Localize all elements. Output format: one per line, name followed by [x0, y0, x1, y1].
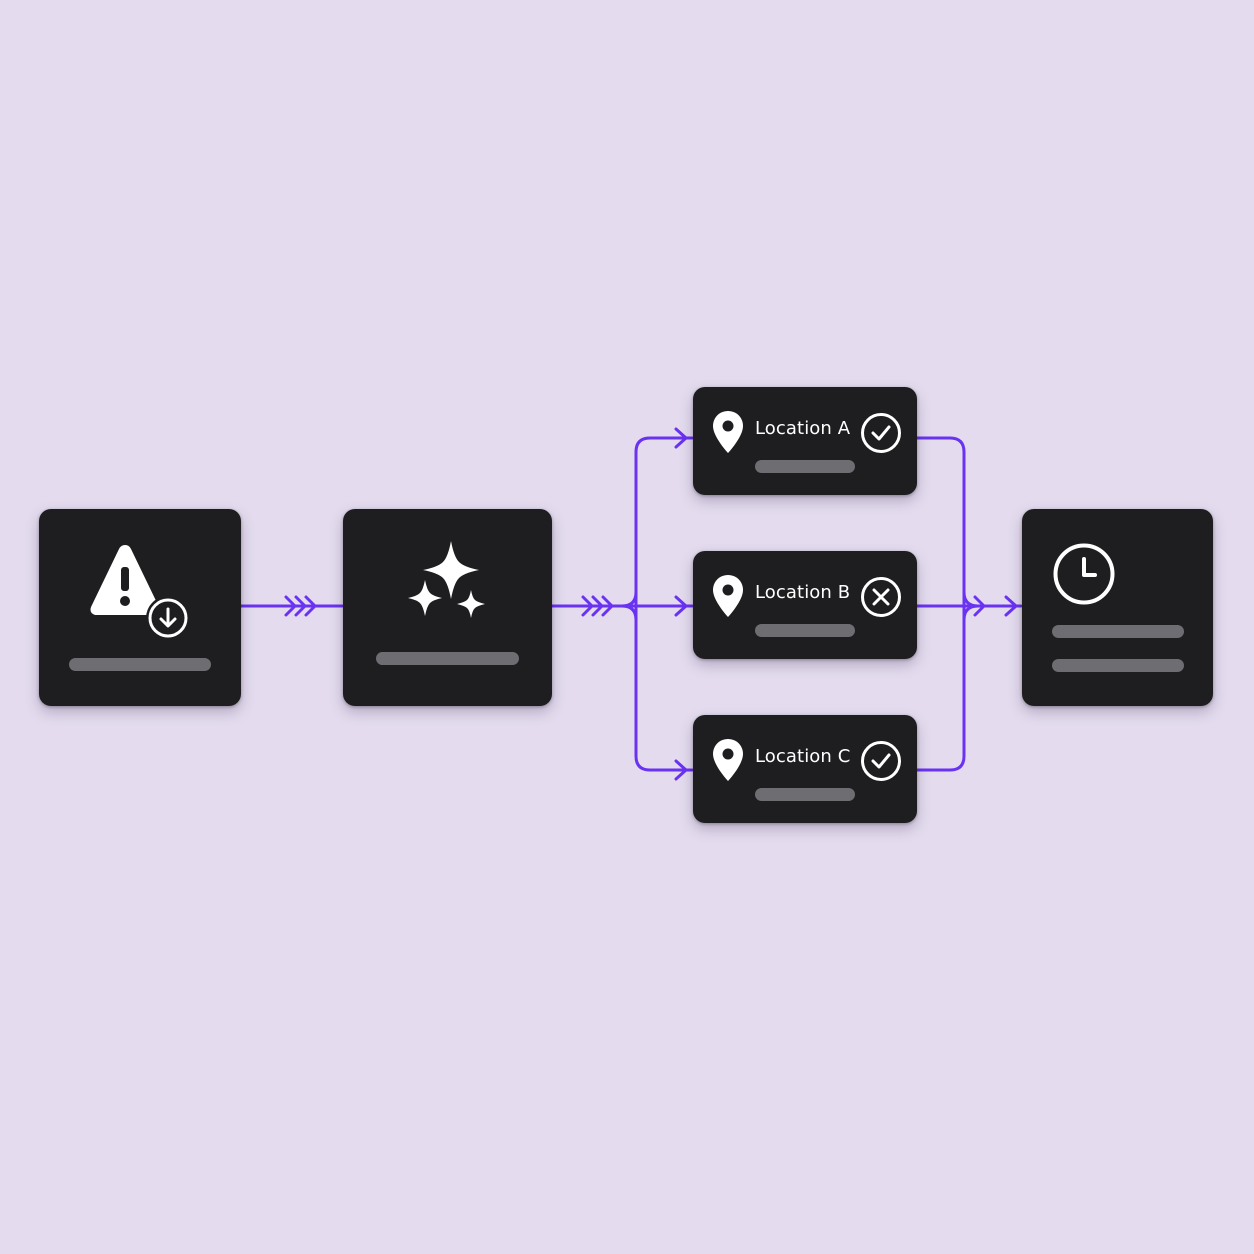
- placeholder-bar: [69, 658, 211, 671]
- process-node[interactable]: [343, 509, 552, 706]
- x-circle-icon: [861, 577, 901, 617]
- check-circle-icon: [861, 741, 901, 781]
- placeholder-bar: [1052, 625, 1184, 638]
- edge-location-c-to-schedule: [915, 604, 966, 772]
- split-curve-lower: [620, 604, 638, 622]
- edge-location-a-to-schedule: [915, 436, 966, 608]
- location-label: Location A: [755, 418, 851, 439]
- download-circle-icon: [146, 596, 190, 640]
- arrowhead-location-a: [674, 427, 688, 449]
- edge-process-to-location-c: [634, 604, 694, 772]
- split-curve-upper: [620, 590, 638, 608]
- arrowhead-location-b: [674, 595, 688, 617]
- triple-chevron-2: [581, 595, 614, 617]
- arrowhead-merge-2: [1004, 595, 1018, 617]
- sparkles-icon: [408, 541, 485, 618]
- map-pin-icon: [713, 739, 743, 781]
- edge-process-to-location-a: [634, 436, 694, 608]
- location-c-node[interactable]: Location C: [693, 715, 917, 823]
- clock-icon: [1053, 543, 1115, 605]
- map-pin-icon: [713, 575, 743, 617]
- location-a-node[interactable]: Location A: [693, 387, 917, 495]
- check-circle-icon: [861, 413, 901, 453]
- location-b-node[interactable]: Location B: [693, 551, 917, 659]
- arrowhead-location-c: [674, 759, 688, 781]
- placeholder-bar: [1052, 659, 1184, 672]
- placeholder-bar: [755, 788, 855, 801]
- location-label: Location C: [755, 746, 851, 767]
- location-label: Location B: [755, 582, 851, 603]
- warning-triangle-icon: [90, 545, 160, 615]
- alert-node[interactable]: [39, 509, 241, 706]
- placeholder-bar: [755, 624, 855, 637]
- merge-curve-lower: [962, 604, 980, 622]
- map-pin-icon: [713, 411, 743, 453]
- placeholder-bar: [376, 652, 519, 665]
- schedule-node[interactable]: [1022, 509, 1213, 706]
- placeholder-bar: [755, 460, 855, 473]
- arrowhead-merge-1: [973, 595, 986, 617]
- triple-chevron-1: [284, 595, 317, 617]
